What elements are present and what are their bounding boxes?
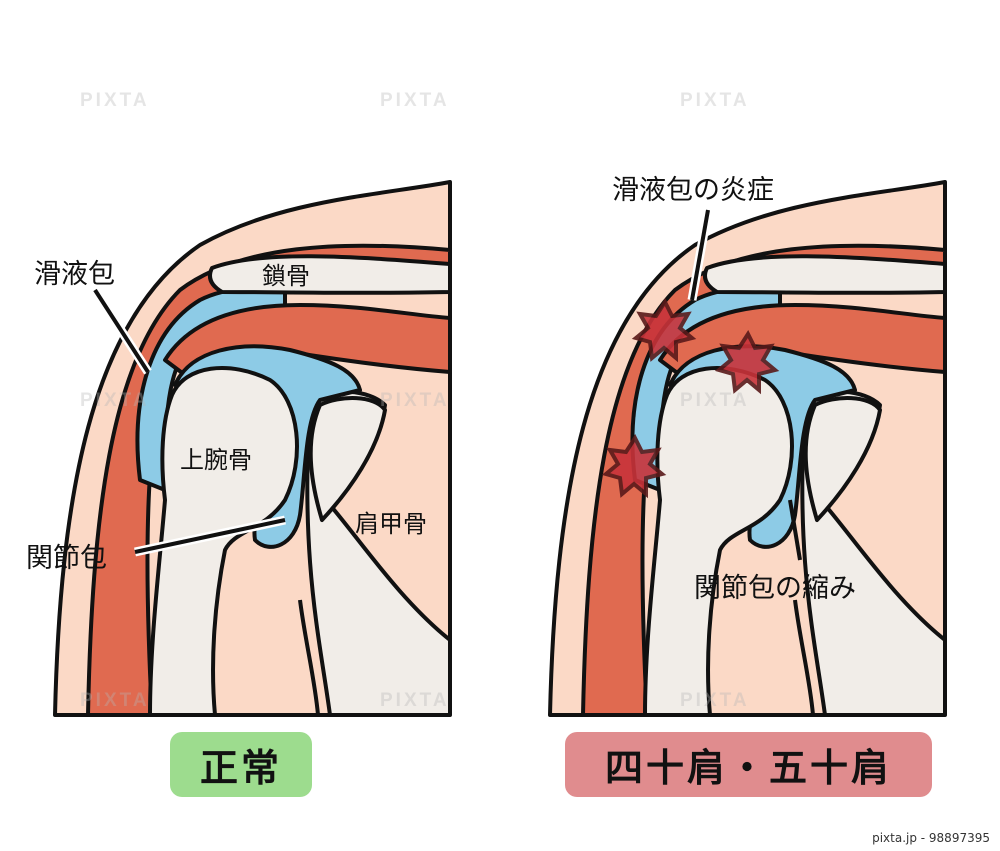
label-bursa-inflammation: 滑液包の炎症	[612, 175, 774, 206]
leader-lines-normal	[91, 287, 286, 557]
label-humerus: 上腕骨	[180, 446, 252, 474]
frozen-shoulder-badge: 四十肩・五十肩	[565, 732, 932, 797]
label-bursa: 滑液包	[34, 259, 115, 290]
watermark: PIXTA	[680, 90, 750, 111]
watermark: PIXTA	[680, 390, 750, 411]
leader-lines-frozen	[687, 209, 802, 561]
watermark: PIXTA	[80, 690, 150, 711]
image-credit: pixta.jp - 98897395	[872, 831, 990, 845]
inflammation-mark	[631, 297, 697, 363]
inflammation-mark	[601, 433, 667, 499]
watermark: PIXTA	[80, 90, 150, 111]
inflammation-mark	[714, 329, 780, 395]
watermark: PIXTA	[380, 390, 450, 411]
watermark: PIXTA	[680, 690, 750, 711]
watermark: PIXTA	[380, 90, 450, 111]
normal-badge: 正常	[170, 732, 312, 797]
label-capsule-contraction: 関節包の縮み	[694, 573, 856, 604]
watermark: PIXTA	[80, 390, 150, 411]
label-scapula: 肩甲骨	[355, 510, 427, 538]
label-clavicle: 鎖骨	[262, 262, 310, 290]
inflammation-marks	[601, 297, 780, 499]
label-joint-capsule: 関節包	[26, 543, 107, 574]
watermark: PIXTA	[380, 690, 450, 711]
